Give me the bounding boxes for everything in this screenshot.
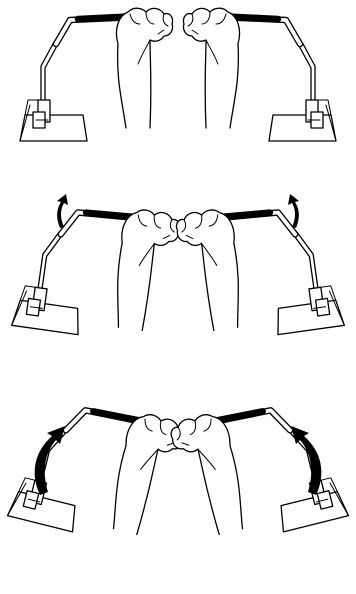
left-side <box>12 194 182 347</box>
step-1-panel <box>20 8 336 141</box>
right-side <box>168 387 348 553</box>
step-1-drawing <box>20 8 336 141</box>
left-side <box>20 8 173 141</box>
step-2-drawing <box>12 194 345 347</box>
right-up-arrow-large <box>291 426 321 495</box>
step-2-panel <box>12 194 345 347</box>
right-side <box>183 8 336 141</box>
left-up-arrow-large <box>35 426 65 495</box>
step-3-drawing <box>8 387 349 553</box>
step-3-panel <box>8 387 349 553</box>
right-side <box>175 194 345 347</box>
left-side <box>8 387 188 553</box>
